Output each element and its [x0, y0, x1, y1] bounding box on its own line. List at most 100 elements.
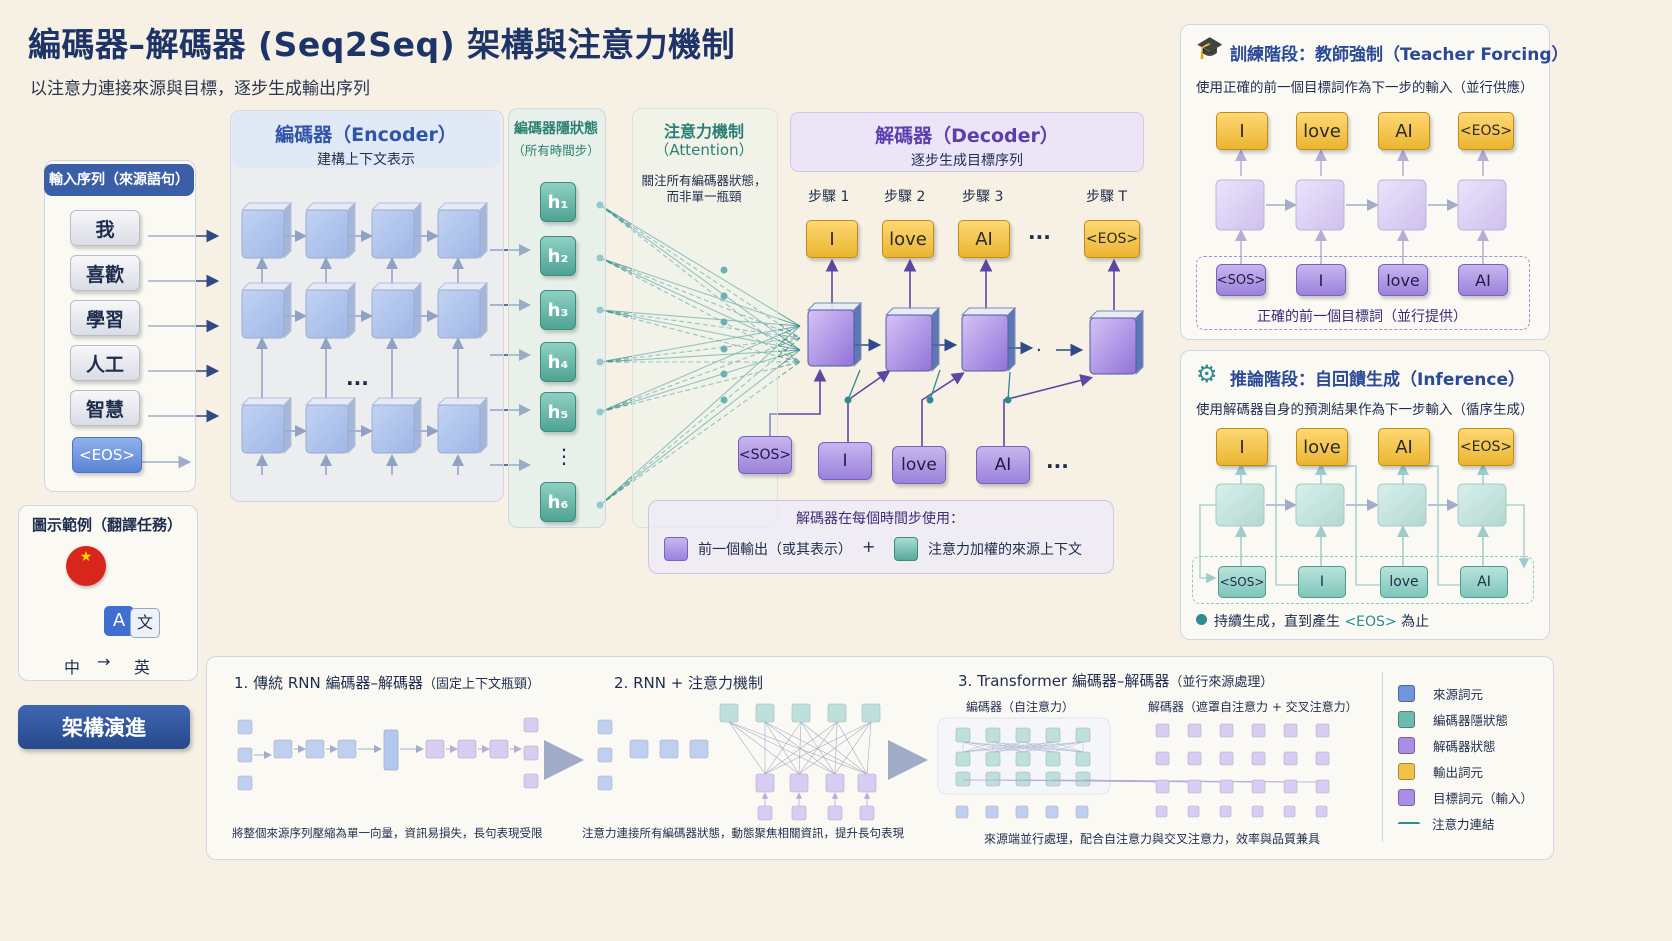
inference-desc: 使用解碼器自身的預測結果作為下一步輸入（循序生成）	[1196, 402, 1534, 418]
training-output-token: I	[1216, 112, 1268, 150]
legend-swatch	[1398, 789, 1415, 806]
legend-label: 輸出詞元	[1433, 765, 1484, 780]
attention-dot	[720, 370, 728, 378]
inference-input-token: AI	[1460, 566, 1508, 598]
usage-prev-label: 前一個輸出（或其表示）	[698, 542, 852, 558]
evolution-panel	[206, 656, 1554, 860]
inference-inputs-box	[1192, 556, 1534, 604]
training-desc: 使用正確的前一個目標詞作為下一步的輸入（並行供應）	[1196, 80, 1534, 96]
attention-link	[599, 257, 801, 327]
evo-s1-sub: （固定上下文瓶頸）	[422, 677, 540, 692]
legend-label: 目標詞元（輸入）	[1433, 791, 1534, 806]
legend-swatch	[1398, 763, 1415, 780]
legend-item: 目標詞元（輸入）	[1398, 788, 1533, 807]
decoder-input-ellipsis: ···	[1046, 454, 1069, 478]
legend-label: 編碼器隱狀態	[1433, 713, 1509, 728]
decoder-output-token: I	[806, 220, 858, 258]
attention-dot	[720, 266, 728, 274]
decoder-cell	[960, 306, 1017, 373]
attention-link-icon	[1398, 821, 1420, 826]
decoder-title: 解碼器（Decoder）	[875, 125, 1059, 147]
evo-s1-title-wrap: 1. 傳統 RNN 編碼器–解碼器（固定上下文瓶頸）	[234, 672, 540, 693]
decoder-cell	[806, 301, 863, 368]
attention-note-2: 而非單一瓶頸	[666, 189, 742, 204]
decoder-step-label: 步驟 T	[1086, 189, 1128, 205]
attention-link	[599, 257, 801, 339]
decoder-input-token: love	[892, 446, 946, 484]
encoder-ellipsis: ...	[346, 366, 369, 390]
attention-link	[599, 257, 801, 363]
legend-item: 輸出詞元	[1398, 762, 1483, 781]
graduation-cap-icon: 🎓	[1196, 36, 1224, 61]
attention-link	[599, 309, 801, 327]
training-input-token: love	[1378, 264, 1428, 296]
encoder-panel	[230, 110, 504, 502]
decoder-output-token: love	[882, 220, 934, 258]
decoder-chain-ellipsis: ·	[1036, 340, 1042, 361]
attention-title: 注意力機制	[663, 122, 744, 141]
training-title: 訓練階段：教師強制（Teacher Forcing）	[1230, 45, 1569, 65]
encoder-title: 編碼器（Encoder）	[275, 124, 457, 146]
attention-link	[599, 361, 801, 413]
attention-link	[599, 349, 801, 363]
attention-dot	[1004, 396, 1012, 404]
example-arrow: →	[97, 652, 111, 671]
legend-item: 來源詞元	[1398, 684, 1483, 703]
attention-dot	[720, 318, 728, 326]
attention-subtitle: （Attention）	[654, 141, 754, 159]
decoder-cell	[1088, 309, 1145, 376]
attention-link	[599, 337, 801, 413]
attention-link	[599, 361, 801, 506]
evolution-button[interactable]: 架構演進	[18, 705, 190, 749]
decoder-step-label: 步驟 3	[962, 189, 1004, 205]
inference-footer-pre: 持續生成，直到產生	[1214, 614, 1340, 630]
legend-item: 解碼器狀態	[1398, 736, 1496, 755]
attention-link	[599, 325, 801, 413]
evo-s3-sub: （並行來源處理）	[1169, 675, 1274, 690]
attention-dot	[720, 292, 728, 300]
decoder-usage-title: 解碼器在每個時間步使用：	[796, 511, 964, 527]
inference-input-token: love	[1380, 566, 1428, 598]
legend-box	[1382, 672, 1543, 842]
inference-output-token: I	[1216, 428, 1268, 466]
decoder-output-token: AI	[958, 220, 1010, 258]
translate-icon: A	[104, 606, 134, 636]
input-token: 智慧	[70, 390, 140, 426]
attention-link	[599, 309, 801, 339]
usage-prev-swatch	[664, 537, 688, 561]
legend-swatch	[1398, 711, 1415, 728]
hidden-state: h₆	[540, 482, 576, 522]
legend-label: 來源詞元	[1433, 687, 1484, 702]
evo-s3-note: 來源端並行處理，配合自注意力與交叉注意力，效率與品質兼具	[984, 832, 1321, 846]
attention-link	[599, 309, 801, 363]
usage-ctx-label: 注意力加權的來源上下文	[928, 542, 1082, 558]
encoder-header: 編碼器（Encoder） 建構上下文表示	[232, 112, 500, 168]
inference-footer-eos: <EOS>	[1344, 614, 1397, 630]
usage-plus: +	[862, 537, 876, 556]
attention-note-1: 關注所有編碼器狀態，	[641, 173, 767, 188]
legend-item: 編碼器隱狀態	[1398, 710, 1508, 729]
gear-icon: ⚙	[1196, 360, 1218, 388]
decoder-input-arrow	[847, 370, 891, 442]
legend-item: 注意力連結	[1398, 814, 1495, 833]
attention-link	[599, 204, 801, 327]
hidden-state: h₃	[540, 290, 576, 330]
legend-label: 注意力連結	[1432, 817, 1495, 832]
decoder-step-label: 步驟 2	[884, 189, 926, 205]
inference-output-token: AI	[1378, 428, 1430, 466]
decoder-usage-box	[648, 500, 1114, 574]
example-panel	[18, 505, 198, 681]
hidden-state-ellipsis: ⋮	[554, 444, 574, 468]
training-input-token: AI	[1458, 264, 1508, 296]
china-flag-icon: ★	[66, 546, 106, 586]
attention-link	[599, 325, 801, 363]
decoder-cell	[884, 306, 941, 373]
evo-s3-title: 3. Transformer 編碼器–解碼器	[958, 672, 1170, 690]
training-footer: 正確的前一個目標詞（並行提供）	[1257, 309, 1467, 325]
attention-link	[847, 369, 861, 401]
evo-s3-dec: 解碼器（遮罩自注意力 + 交叉注意力）	[1148, 700, 1358, 714]
input-token: 我	[70, 210, 140, 246]
attention-dot	[844, 396, 852, 404]
attention-dot	[720, 345, 728, 353]
decoder-step-label: 步驟 1	[808, 189, 850, 205]
